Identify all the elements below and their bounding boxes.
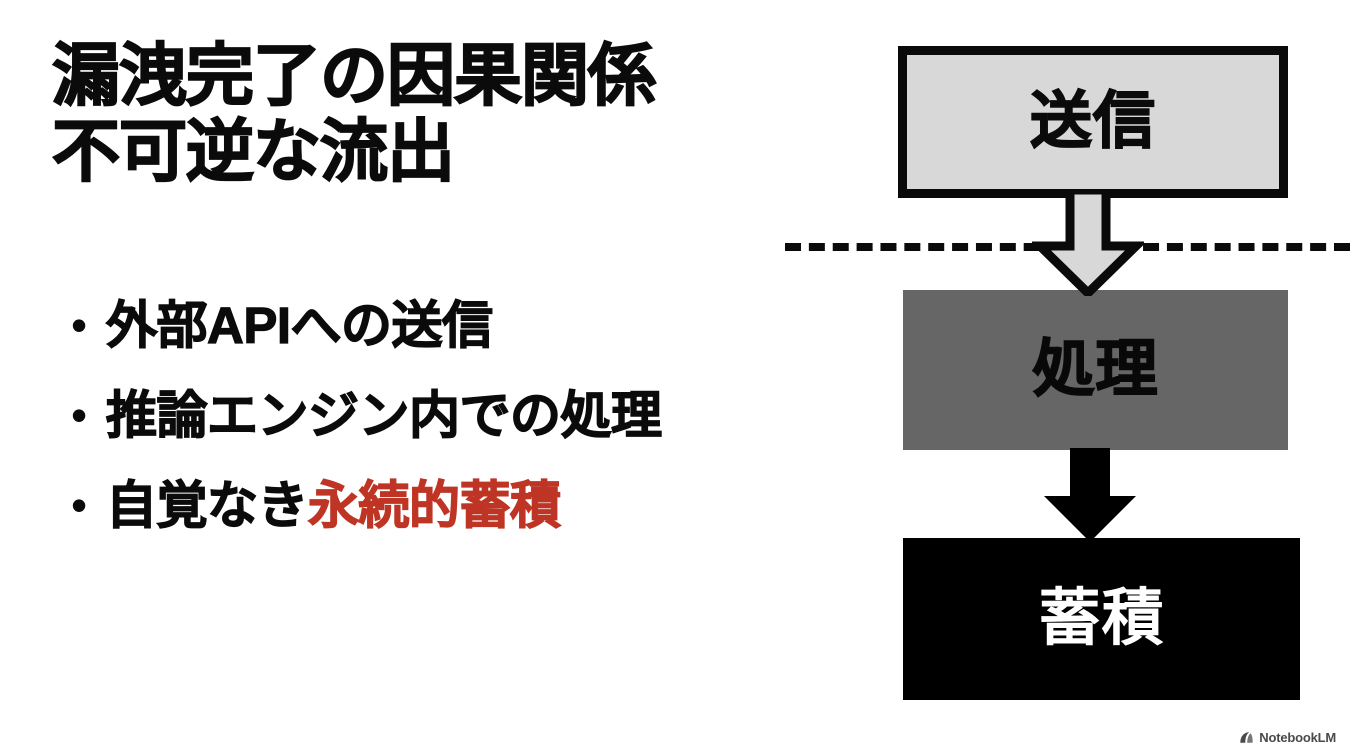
bullet-dot-icon: • [70, 479, 88, 531]
bullet-list: • 外部APIへの送信 • 推論エンジン内での処理 • 自覚なき永続的蓄積 [60, 296, 870, 566]
flow-node-send-label: 送信 [1029, 87, 1156, 156]
flow-node-send: 送信 [898, 46, 1288, 198]
arrow-send-to-process-icon [1032, 190, 1144, 296]
title-line-2: 不可逆な流出 [51, 113, 456, 191]
bullet-text-3-accent: 永続的蓄積 [307, 476, 561, 534]
list-item: • 自覚なき永続的蓄積 [60, 476, 870, 538]
flow-node-process-label: 処理 [1032, 335, 1159, 404]
notebooklm-watermark-label: NotebookLM [1259, 730, 1336, 745]
left-content-column: 漏洩完了の因果関係 不可逆な流出 • 外部APIへの送信 • 推論エンジン内での… [51, 37, 870, 566]
flow-node-process: 処理 [903, 290, 1288, 450]
list-item: • 外部APIへの送信 [60, 296, 870, 358]
flow-node-store: 蓄積 [903, 538, 1300, 700]
bullet-text-3-main: 自覚なき [105, 476, 309, 534]
bullet-text-2-main: 推論エンジン内での処理 [105, 386, 662, 444]
flow-diagram: 送信 処理 蓄積 [760, 0, 1350, 753]
list-item: • 推論エンジン内での処理 [60, 386, 870, 448]
bullet-text-3: 自覚なき永続的蓄積 [105, 476, 561, 536]
bullet-dot-icon: • [70, 389, 88, 441]
bullet-text-1: 外部APIへの送信 [105, 296, 493, 356]
notebooklm-watermark: NotebookLM [1239, 730, 1336, 745]
bullet-text-1-main: 外部APIへの送信 [105, 296, 493, 354]
title-line-1: 漏洩完了の因果関係 [51, 37, 657, 115]
flow-node-store-label: 蓄積 [1038, 584, 1165, 653]
bullet-text-2: 推論エンジン内での処理 [105, 386, 662, 446]
bullet-dot-icon: • [70, 299, 88, 351]
slide-title: 漏洩完了の因果関係 不可逆な流出 [51, 37, 852, 191]
notebooklm-logo-icon [1240, 732, 1253, 743]
arrow-process-to-store-icon [1044, 448, 1136, 542]
